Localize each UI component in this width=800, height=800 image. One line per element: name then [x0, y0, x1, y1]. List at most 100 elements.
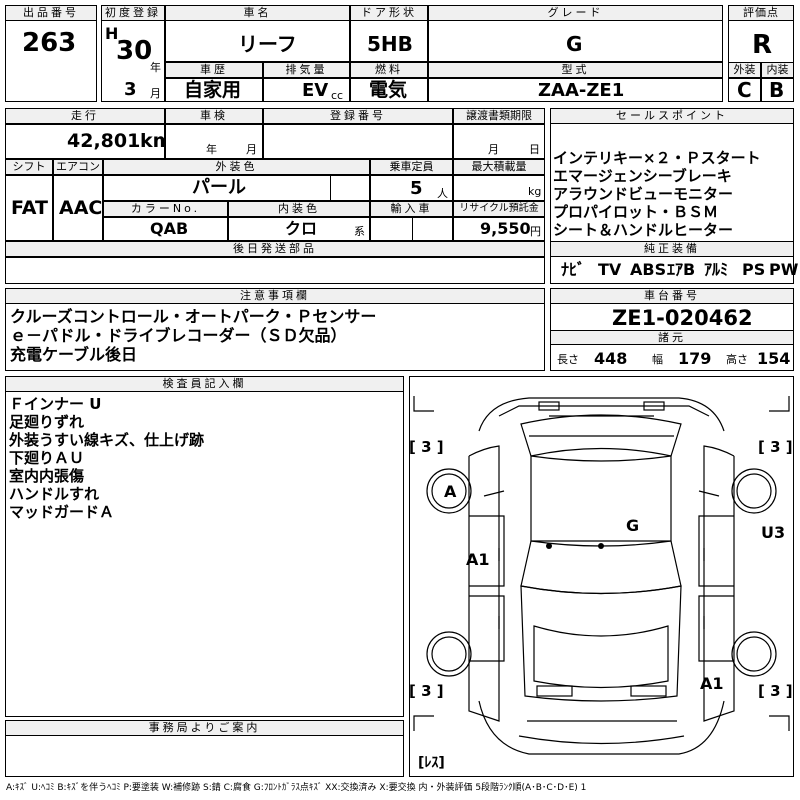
fuel-box — [350, 78, 428, 102]
inspector-box — [5, 376, 404, 717]
inspection-month-unit: 月 — [246, 143, 257, 156]
equipment-pw: PW — [769, 260, 799, 279]
interior-box — [761, 78, 794, 102]
grade-label: グレード — [428, 5, 723, 21]
mileage: 42,801 — [67, 130, 141, 152]
capacity: 5 — [410, 178, 423, 199]
equipment-alloy: ｱﾙﾐ — [704, 260, 729, 279]
ac-label: エアコン — [53, 159, 103, 175]
equipment-abs: ABS — [630, 260, 667, 279]
inspection-box — [165, 124, 263, 159]
inspector-note: 足廻りずれ — [9, 413, 85, 431]
inspector-note: 外装うすい線キズ、仕上げ跡 — [9, 431, 205, 449]
model-label: 型式 — [428, 62, 723, 78]
import-label: 輸入車 — [370, 201, 453, 217]
later-parts-box — [5, 257, 545, 284]
era: H — [105, 24, 119, 43]
lot-number: 263 — [22, 28, 77, 58]
mark-rear-right: A1 — [700, 674, 724, 693]
max-load-box — [453, 175, 545, 201]
sales-point: インテリキー×２・Ｐスタート — [553, 149, 761, 167]
int-color-label: 内装色 — [228, 201, 370, 217]
note-line: 充電ケーブル後日 — [10, 345, 138, 364]
air-conditioner: AAC — [59, 197, 103, 219]
max-load-unit: kg — [528, 185, 542, 198]
month-unit: 月 — [150, 87, 161, 100]
sales-point: エマージェンシーブレーキ — [553, 167, 732, 185]
capacity-label: 乗車定員 — [370, 159, 453, 175]
legend-text: A:ｷｽﾞ U:ﾍｺﾐ B:ｷｽﾞを伴うﾍｺﾐ P:要塗装 W:補修跡 S:錆 … — [6, 783, 587, 793]
recycle: 9,550 — [480, 219, 531, 238]
equipment-tv: TV — [598, 260, 622, 279]
ext-color-label: 外装色 — [103, 159, 370, 175]
mark-front-left: A — [444, 482, 457, 501]
transfer-label: 譲渡書類期限 — [453, 108, 545, 124]
chassis-label: 車台番号 — [550, 288, 794, 304]
equipment-airbag: ｴｱB — [667, 260, 696, 279]
sales-points-label: セールスポイント — [550, 108, 794, 124]
max-load-label: 最大積載量 — [453, 159, 545, 175]
transfer-box — [453, 124, 545, 159]
spare-tire-label: [ﾚｽ] — [418, 755, 445, 771]
exterior-label: 外装 — [728, 62, 761, 78]
first-reg-label: 初度登録 — [101, 5, 165, 21]
model-box — [428, 78, 723, 102]
car-name-label: 車名 — [165, 5, 350, 21]
transfer-month-unit: 月 — [488, 143, 499, 156]
standard-equipment-label: 純正装備 — [550, 241, 794, 257]
ext-color: パール — [192, 177, 246, 198]
int-color-box — [228, 217, 370, 241]
reg-year: 30 — [116, 36, 153, 66]
fuel: 電気 — [369, 79, 408, 101]
mileage-box — [5, 124, 165, 159]
equipment-nav: ﾅﾋﾞ — [561, 260, 586, 279]
note-line: ｅ－パドル・ドライブレコーダー（ＳＤ欠品） — [10, 326, 347, 345]
int-color: クロ — [285, 219, 318, 238]
car-outline-diagram — [413, 396, 790, 755]
mileage-label: 走行 — [5, 108, 165, 124]
recycle-box — [453, 217, 545, 241]
import-sub — [412, 217, 453, 241]
equipment-ps: PS — [742, 260, 766, 279]
ac-box — [53, 175, 103, 241]
later-parts-label: 後日発送部品 — [5, 241, 545, 257]
inspector-note: ハンドルすれ — [9, 485, 100, 503]
length-label: 長さ — [557, 353, 579, 366]
displacement-label: 排気量 — [263, 62, 350, 78]
reg-month: 3 — [124, 79, 137, 100]
office-label: 事務局よりご案内 — [5, 720, 404, 736]
damage-diagram-box — [409, 376, 794, 777]
color-no-label: カラーNo. — [103, 201, 228, 217]
score: R — [752, 30, 773, 60]
mark-right-side: U3 — [761, 523, 786, 542]
color-no-box — [103, 217, 228, 241]
interior-label: 内装 — [761, 62, 794, 78]
exterior-grade: C — [737, 78, 752, 102]
shift-box — [5, 175, 53, 241]
car-name: リーフ — [238, 32, 297, 56]
note-line: クルーズコントロール・オートパーク・Ｐセンサー — [10, 307, 377, 326]
inspector-note: マッドガードＡ — [9, 503, 115, 521]
fuel-label: 燃料 — [350, 62, 428, 78]
displacement-box — [263, 78, 350, 102]
displacement: EV — [302, 80, 329, 101]
tire-depth-front-left: [ 3 ] — [409, 438, 444, 456]
inspector-note: 下廻りＡＵ — [9, 449, 85, 467]
history: 自家用 — [184, 79, 242, 101]
history-label: 車歴 — [165, 62, 263, 78]
recycle-label: リサイクル預託金 — [453, 201, 545, 217]
grade: G — [566, 32, 583, 56]
specs-label: 諸元 — [550, 330, 794, 345]
shift-label: シフト — [5, 159, 53, 175]
height-label: 高さ — [726, 353, 748, 366]
recycle-unit: 円 — [530, 225, 541, 238]
ext-color-sub — [330, 175, 370, 201]
inspection-label: 車検 — [165, 108, 263, 124]
capacity-box — [370, 175, 453, 201]
color-no: QAB — [150, 219, 189, 238]
score-label: 評価点 — [728, 5, 794, 21]
door-label: ドア形状 — [350, 5, 428, 21]
door-type: 5HB — [367, 32, 413, 56]
transfer-day-unit: 日 — [529, 143, 540, 156]
year-unit: 年 — [150, 61, 161, 74]
